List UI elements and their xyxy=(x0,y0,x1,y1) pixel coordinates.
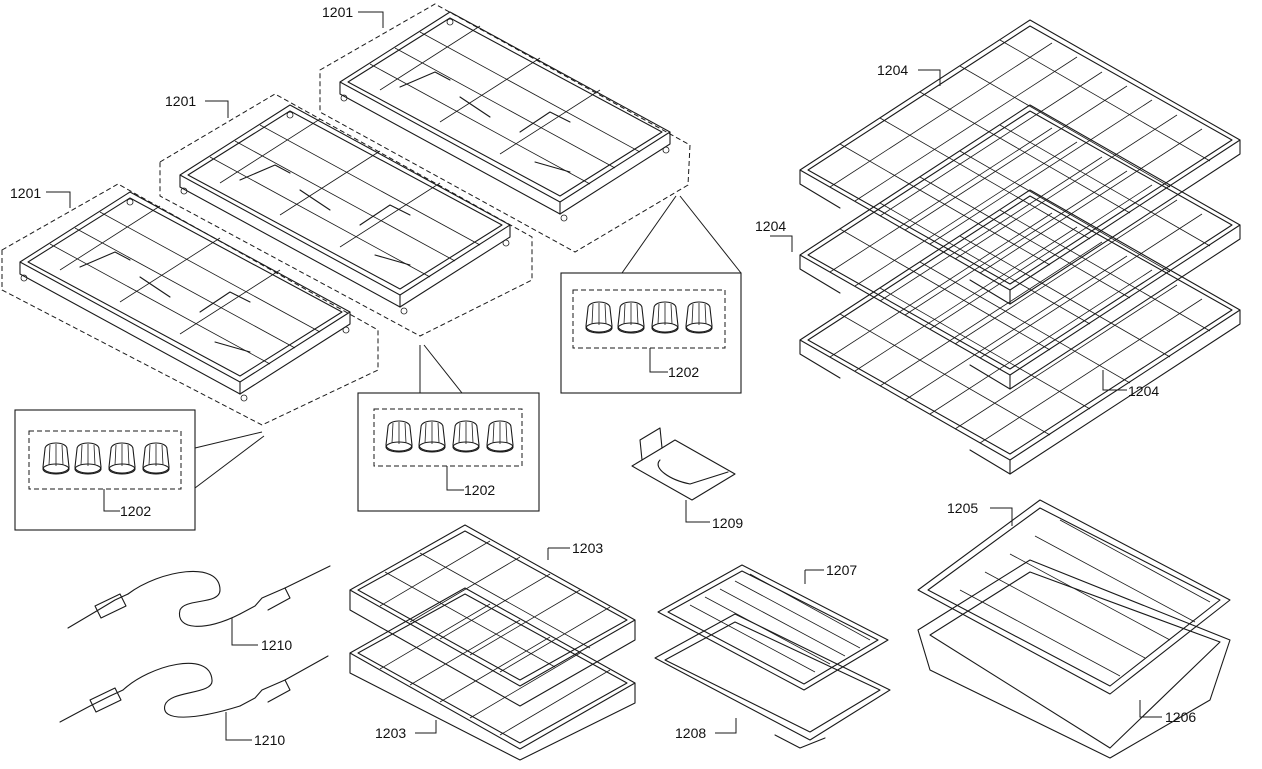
label-1205: 1205 xyxy=(947,500,978,516)
telescopic-rack-bottom xyxy=(349,587,636,761)
label-1209: 1209 xyxy=(712,515,743,531)
label-1208: 1208 xyxy=(675,725,706,741)
telescopic-rack-top xyxy=(349,524,636,707)
label-1203-bottom: 1203 xyxy=(375,725,406,741)
label-1201-middle: 1201 xyxy=(165,93,196,109)
label-1201-top: 1201 xyxy=(322,4,353,20)
label-1207: 1207 xyxy=(826,562,857,578)
label-1204-bottom: 1204 xyxy=(1128,383,1159,399)
oven-rack-top xyxy=(799,19,1241,305)
grate-top xyxy=(319,3,691,253)
label-1210-top: 1210 xyxy=(261,637,292,653)
feet-set-left xyxy=(14,409,265,531)
meat-probe-bottom xyxy=(59,655,329,741)
label-1201-left: 1201 xyxy=(10,185,41,201)
label-1204-middle: 1204 xyxy=(755,218,786,234)
feet-set-middle xyxy=(357,344,540,512)
label-1203-top: 1203 xyxy=(572,540,603,556)
bracket xyxy=(631,427,736,523)
label-1202-left: 1202 xyxy=(120,503,151,519)
broil-pan-large xyxy=(917,499,1231,695)
broil-pan-large-base xyxy=(917,559,1231,759)
meat-probe-top xyxy=(67,565,331,646)
broil-pan-small xyxy=(657,564,889,691)
grate-left xyxy=(1,183,379,426)
label-1204-top: 1204 xyxy=(877,62,908,78)
feet-set-right xyxy=(560,195,742,394)
label-1202-right: 1202 xyxy=(668,364,699,380)
label-1202-middle: 1202 xyxy=(464,482,495,498)
label-1210-bottom: 1210 xyxy=(254,732,285,748)
grate-middle xyxy=(159,93,533,337)
broil-pan-small-base xyxy=(654,613,891,749)
label-1206: 1206 xyxy=(1165,709,1196,725)
